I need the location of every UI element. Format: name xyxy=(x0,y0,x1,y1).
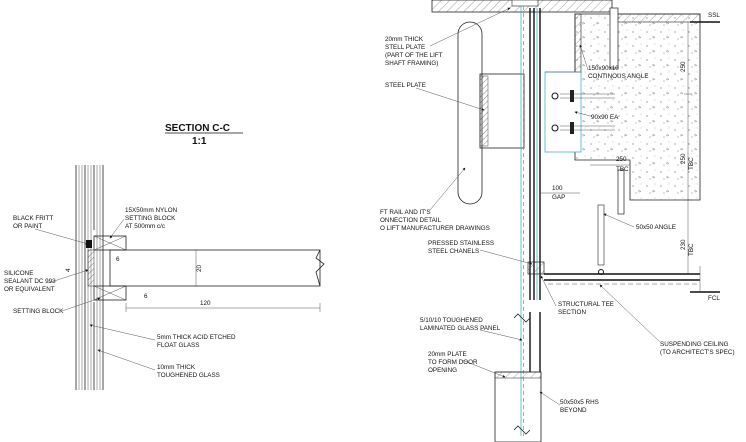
label-ssl: SSL xyxy=(708,12,720,19)
label-acid-glass-2: FLOAT GLASS xyxy=(157,342,199,349)
lift-shaft-detail: SSL xyxy=(380,0,735,442)
label-plate20-1: 20mm THICK xyxy=(385,36,424,43)
label-steel-plate: STEEL PLATE xyxy=(385,82,426,89)
label-angle150-2: CONTINOUS ANGLE xyxy=(588,73,649,80)
label-nylon-2: SETTING BLOCK xyxy=(125,215,176,222)
label-rail-3: O LIFT MANUFACTURER DRAWINGS xyxy=(380,225,490,232)
label-silicone-2: SEALANT DC 993 xyxy=(4,278,56,285)
label-setting-block: SETTING BLOCK xyxy=(13,308,64,315)
dim-6-top: 6 xyxy=(116,256,120,263)
label-tee-2: SECTION xyxy=(558,309,586,316)
dim-gap: GAP xyxy=(552,194,565,201)
dim-250-b: 250 xyxy=(616,156,627,163)
label-silicone-1: SILICONE xyxy=(4,270,33,277)
label-tee-1: STRUCTURAL TEE xyxy=(558,301,614,308)
label-rail-1: FT RAIL AND IT'S xyxy=(380,209,431,216)
label-toughened-1: 10mm THICK xyxy=(157,364,196,371)
steel-flat-bar xyxy=(109,249,321,287)
section-scale: 1:1 xyxy=(192,136,207,147)
dim-6-bottom: 6 xyxy=(144,293,148,300)
label-fcl: FCL xyxy=(708,295,720,302)
label-ceiling-2: (TO ARCHITECT'S SPEC) xyxy=(660,349,735,356)
vertical-anchor-bottom xyxy=(617,169,625,215)
label-black-fritt-1: BLACK FRITT xyxy=(13,215,53,222)
label-plate20-3: (PART OF THE LIFT xyxy=(385,52,443,59)
dim-tbc-3: TBC xyxy=(688,243,695,256)
silicone-joint xyxy=(87,249,95,287)
label-laminated-2: LAMINATED GLASS PANEL xyxy=(420,325,501,332)
section-title: SECTION C-C xyxy=(165,123,230,134)
section-c-c-detail: SECTION C-C 1:1 xyxy=(4,123,325,390)
label-rail-2: ONNECTION DETAIL xyxy=(380,217,442,224)
label-nylon-3: AT 500mm c/c xyxy=(125,223,165,230)
label-pressed-2: STEEL CHANELS xyxy=(428,248,479,255)
label-plate20-4: SHAFT FRAMING) xyxy=(385,60,438,67)
anchor-bolts xyxy=(551,90,615,134)
dim-tbc-2: TBC xyxy=(688,157,695,170)
lift-rail-tube xyxy=(457,21,483,205)
label-door-plate-2: TO FORM DOOR xyxy=(428,359,478,366)
label-pressed-1: PRESSED STAINLESS xyxy=(428,240,494,247)
label-acid-glass-1: 5mm THICK ACID ETCHED xyxy=(157,334,236,341)
dim-100: 100 xyxy=(552,185,563,192)
label-laminated-1: 5/10/10 TOUGHENED xyxy=(420,317,483,324)
vertical-anchor-top xyxy=(609,7,619,69)
dim-20: 20 xyxy=(196,264,203,272)
dim-4: 4 xyxy=(65,268,72,272)
dim-250-c: 250 xyxy=(680,153,687,164)
label-toughened-2: TOUGHENED GLASS xyxy=(157,372,220,379)
angle-50x50 xyxy=(597,204,605,266)
dim-230: 230 xyxy=(680,239,687,250)
concrete-slab xyxy=(574,13,701,201)
label-door-plate-3: OPENING xyxy=(428,367,457,374)
label-rhs-2: BEYOND xyxy=(560,407,587,414)
structural-tee xyxy=(527,261,545,275)
label-angle50: 50x50 ANGLE xyxy=(636,224,676,231)
continuous-angle xyxy=(574,13,582,75)
label-plate20-2: STELL PLATE xyxy=(385,44,425,51)
label-silicone-3: OR EQUIVALENT xyxy=(4,286,55,293)
dim-120: 120 xyxy=(200,300,211,307)
rhs-beyond xyxy=(494,371,542,442)
label-black-fritt-2: OR PAINT xyxy=(13,223,42,230)
dim-250-a: 250 xyxy=(680,61,687,72)
label-nylon-1: 15X50mm NYLON xyxy=(125,207,178,214)
dim-tbc-1: TBC xyxy=(616,166,629,173)
label-rhs-1: 50x50x5 RHS xyxy=(560,399,599,406)
label-ea: 90x90 EA xyxy=(591,114,619,121)
label-angle150-1: 150x90x10 xyxy=(588,65,619,72)
label-ceiling-1: SUSPENDING CEILING xyxy=(660,341,729,348)
label-door-plate-1: 20mm PLATE xyxy=(428,351,467,358)
